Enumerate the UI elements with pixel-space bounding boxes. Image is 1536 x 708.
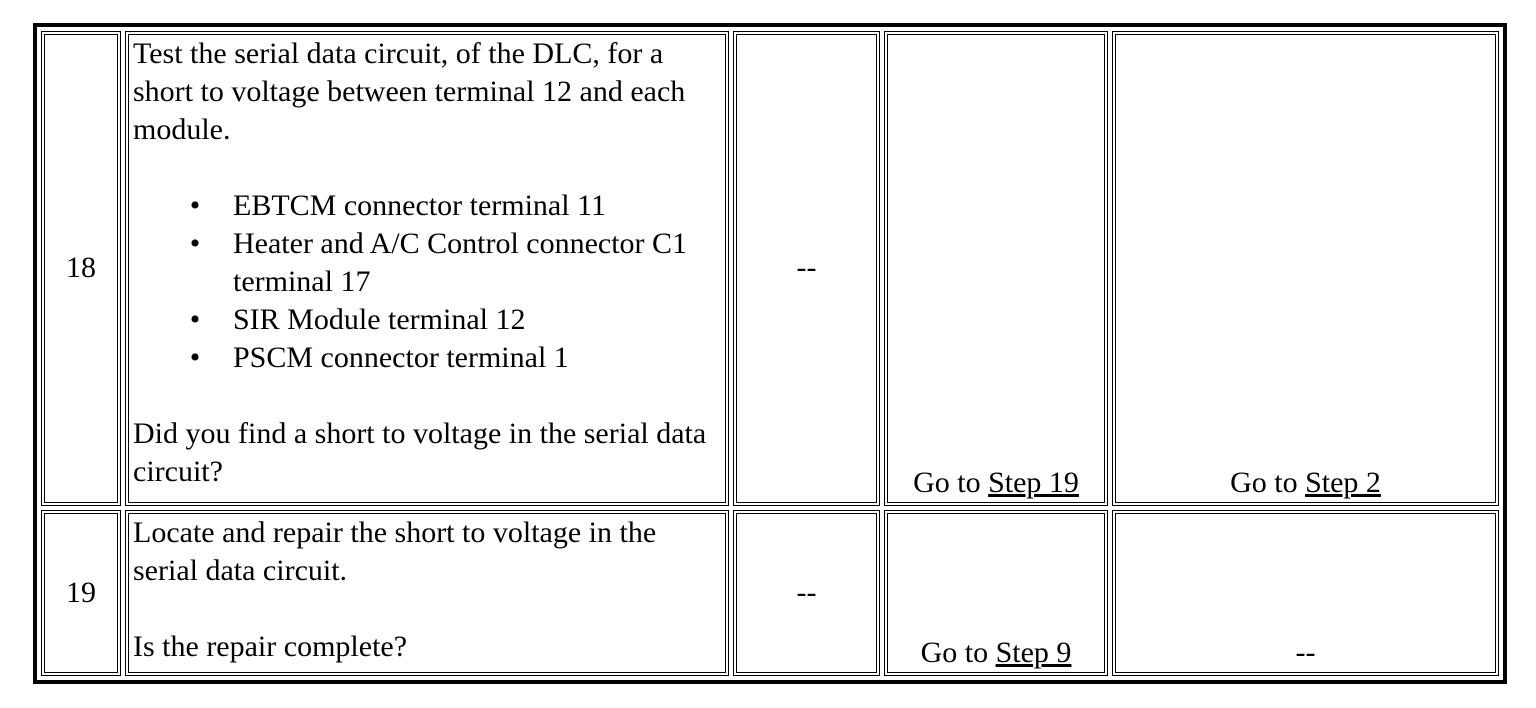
list-item: • SIR Module terminal 12 bbox=[190, 301, 721, 339]
bullet-icon: • bbox=[189, 227, 201, 260]
list-item: • Heater and A/C Control connector C1 te… bbox=[190, 225, 721, 301]
action-question: Did you find a short to voltage in the s… bbox=[133, 417, 707, 488]
action-intro: Test the serial data circuit, of the DLC… bbox=[133, 37, 686, 146]
value-cell: -- bbox=[733, 509, 880, 676]
go-to-step-9-link[interactable]: Step 9 bbox=[995, 636, 1072, 669]
no-text: -- bbox=[1295, 636, 1316, 669]
go-to-step-19-link[interactable]: Step 19 bbox=[988, 465, 1079, 499]
step-number-cell: 18 bbox=[41, 31, 121, 506]
list-item: • EBTCM connector terminal 11 bbox=[190, 187, 721, 225]
yes-cell: Go to Step 19 bbox=[884, 31, 1108, 506]
value-text: -- bbox=[796, 575, 817, 609]
bullet-icon: • bbox=[189, 189, 201, 222]
yes-prefix: Go to bbox=[920, 636, 996, 669]
no-cell: -- bbox=[1112, 509, 1499, 676]
diagnostic-table: 18 Test the serial data circuit, of the … bbox=[33, 23, 1507, 684]
action-cell: Locate and repair the short to voltage i… bbox=[125, 509, 729, 676]
no-cell: Go to Step 2 bbox=[1112, 31, 1499, 506]
bullet-icon: • bbox=[189, 303, 201, 336]
go-to-step-2-link[interactable]: Step 2 bbox=[1305, 465, 1381, 499]
bullet-icon: • bbox=[189, 341, 201, 374]
action-cell: Test the serial data circuit, of the DLC… bbox=[125, 31, 729, 506]
step-number-cell: 19 bbox=[41, 509, 121, 676]
spacer bbox=[133, 377, 721, 415]
list-item-text: PSCM connector terminal 1 bbox=[233, 341, 569, 374]
spacer bbox=[133, 590, 721, 628]
terminal-checklist: • EBTCM connector terminal 11 • Heater a… bbox=[133, 187, 721, 377]
value-cell: -- bbox=[733, 31, 880, 506]
action-intro: Locate and repair the short to voltage i… bbox=[133, 515, 657, 587]
yes-cell: Go to Step 9 bbox=[884, 509, 1108, 676]
list-item-text: EBTCM connector terminal 11 bbox=[233, 189, 606, 222]
list-item-text: Heater and A/C Control connector C1 term… bbox=[233, 227, 688, 298]
table-row: 19 Locate and repair the short to voltag… bbox=[41, 509, 1499, 676]
yes-prefix: Go to bbox=[913, 465, 989, 499]
table-row: 18 Test the serial data circuit, of the … bbox=[41, 31, 1499, 506]
step-number: 19 bbox=[66, 575, 96, 609]
no-prefix: Go to bbox=[1230, 465, 1306, 499]
action-question: Is the repair complete? bbox=[133, 629, 408, 663]
list-item: • PSCM connector terminal 1 bbox=[190, 339, 721, 377]
list-item-text: SIR Module terminal 12 bbox=[233, 303, 526, 336]
value-text: -- bbox=[796, 251, 817, 285]
spacer bbox=[133, 149, 721, 187]
step-number: 18 bbox=[66, 251, 96, 285]
